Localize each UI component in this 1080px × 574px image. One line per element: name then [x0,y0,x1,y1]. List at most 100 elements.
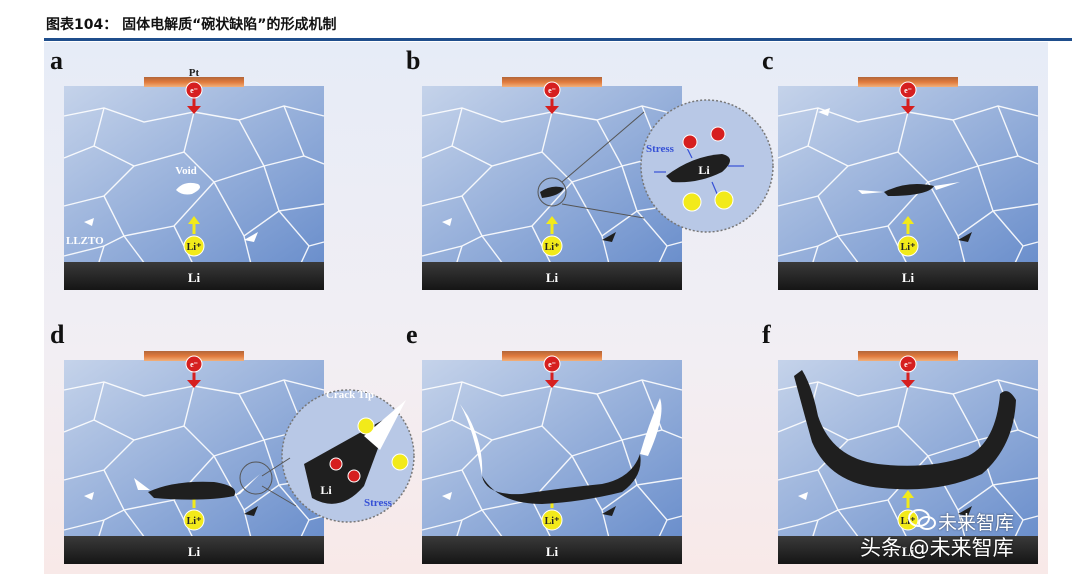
electron-arrow-head [901,380,915,388]
grain-boundary [817,181,929,237]
electron-arrow-head [545,106,559,114]
electron-arrow-head [545,380,559,388]
grain-boundary [451,111,553,167]
electron-label: e⁻ [548,360,556,369]
void-defect [84,218,94,226]
electron-label: e⁻ [190,86,198,95]
li-anode [64,536,324,564]
li-deposit [958,232,972,242]
ion-arrow-head [188,216,200,224]
stress-label: Stress [364,497,393,509]
watermark: 未来智库 头条 @未来智库 [858,508,1072,564]
grain-boundary [283,105,305,157]
li-deposit [958,506,972,516]
figure-title: 图表104： 固体电解质“碗状缺陷”的形成机制 [46,17,337,33]
magnify-circle [239,461,273,495]
void-defect [134,478,150,490]
ion-marker [897,235,919,257]
li-deposit [666,154,730,183]
crack-tip-label: Crack Tip [326,389,374,401]
watermark-line2: 头条 @未来智库 [860,536,1014,560]
inset-li-label: Li [320,483,332,497]
inset-ion [357,417,375,435]
grain-boundary [541,393,624,457]
inset-ion [714,190,734,210]
grain-boundary [997,105,1019,157]
li-anode-label: Li [188,544,201,559]
magnify-line [261,457,291,477]
li-anode [778,536,1038,564]
void-defect [442,218,452,226]
ion-arrow-head [902,490,914,498]
panel-label-e: e [406,320,418,349]
panel-f-diagram: Lie⁻Li⁺ [777,351,1039,564]
figure-header: 图表104： 固体电解质“碗状缺陷”的形成机制 [44,4,1072,41]
void-defect [244,232,258,242]
grain-boundary [93,111,195,167]
li-deposit [148,481,236,500]
electron-arrow-head [901,106,915,114]
li-anode-label: Li [902,544,915,559]
inset-electron [347,469,361,483]
li-anode-label: Li [902,270,915,285]
inset-ion [682,192,702,212]
void-label: Void [175,165,197,177]
ion-arrow-head [546,216,558,224]
panel-label-d: d [50,320,65,349]
li-anode-label: Li [546,544,559,559]
inset-electron [682,134,698,150]
electron-marker [899,355,917,373]
panel-label-b: b [406,46,421,75]
void-defect [84,492,94,500]
ion-marker [541,235,563,257]
grain-boundary [461,455,573,511]
electron-label: e⁻ [190,360,198,369]
watermark-line1: 未来智库 [938,512,1015,534]
inset-electron [329,457,343,471]
grain-boundary [103,181,215,237]
inset-li-label: Li [698,163,710,177]
li-anode-label: Li [546,270,559,285]
grain-boundary [183,119,266,183]
li-deposit [602,232,616,242]
li-anode-label: Li [188,270,201,285]
magnify-line [561,111,645,183]
panel-c-diagram: Lie⁻Li⁺ [777,77,1039,290]
void-defect [364,400,406,450]
li-deposit [244,506,258,516]
grain-boundary [807,111,909,167]
inset-electron [710,126,726,142]
panel-label-a: a [50,46,63,75]
grain-boundary [807,385,909,441]
magnify-circle [537,177,567,207]
electron-marker [543,81,561,99]
grain-boundary [541,119,624,183]
grain-boundary [183,393,266,457]
electron-marker [543,355,561,373]
void-defect [934,182,960,190]
li-anode [422,262,682,290]
header-rule [44,38,1072,41]
panel-label-c: c [762,46,774,75]
void-defect [460,404,483,476]
void-defect [798,492,808,500]
electron-label: e⁻ [904,86,912,95]
li-deposit [602,506,616,516]
grain-boundary [93,385,195,441]
pt-label: Pt [189,67,200,79]
electron-marker [185,355,203,373]
ion-label: Li⁺ [901,516,916,527]
grain-boundary [103,455,215,511]
li-anode [64,262,324,290]
void-defect [640,398,662,456]
ion-marker [183,235,205,257]
void-defect [176,182,200,195]
li-deposit [482,454,641,504]
inset-ion [391,453,409,471]
electrolyte-label: LLZTO [66,235,104,247]
ion-marker [183,509,205,531]
